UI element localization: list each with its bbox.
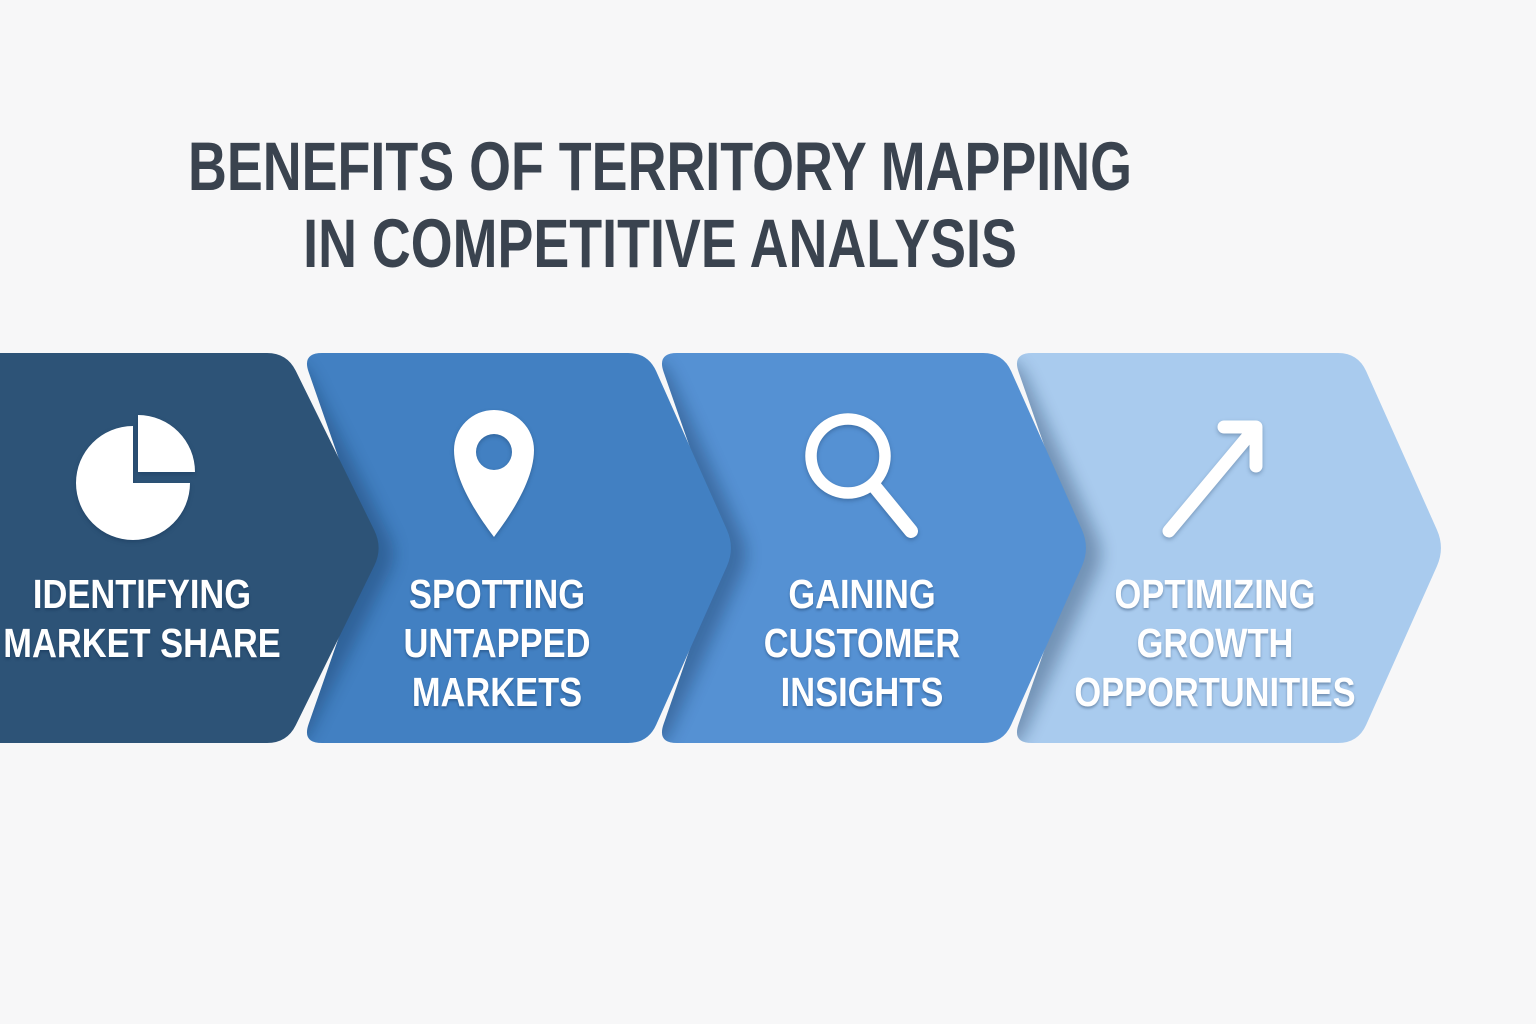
- label-line: CUSTOMER: [763, 620, 961, 666]
- trend-arrow-icon: [1162, 420, 1263, 538]
- label-line: INSIGHTS: [780, 669, 944, 715]
- pie-chart-icon: [76, 415, 195, 540]
- label-line: MARKETS: [411, 669, 583, 715]
- title-line-1: BENEFITS OF TERRITORY MAPPING: [188, 128, 1132, 205]
- step-label-gaining-customer-insights: GAINING CUSTOMER INSIGHTS: [764, 570, 960, 717]
- label-line: OPPORTUNITIES: [1074, 669, 1356, 715]
- label-line: SPOTTING: [408, 571, 586, 617]
- location-pin-icon: [454, 410, 534, 537]
- step-label-optimizing-growth-opportunities: OPTIMIZING GROWTH OPPORTUNITIES: [1074, 570, 1355, 717]
- chevron-market-share: [0, 353, 379, 743]
- label-line: UNTAPPED: [403, 620, 591, 666]
- magnifying-glass-icon: [805, 413, 918, 538]
- label-line: GAINING: [788, 571, 936, 617]
- label-line: MARKET SHARE: [3, 620, 281, 666]
- step-label-spotting-untapped-markets: SPOTTING UNTAPPED MARKETS: [404, 570, 591, 717]
- page-title: BENEFITS OF TERRITORY MAPPING IN COMPETI…: [0, 128, 1320, 282]
- step-label-identifying-market-share: IDENTIFYING MARKET SHARE: [3, 570, 280, 668]
- label-line: IDENTIFYING: [32, 571, 252, 617]
- label-line: OPTIMIZING: [1114, 571, 1316, 617]
- label-line: GROWTH: [1136, 620, 1294, 666]
- title-line-2: IN COMPETITIVE ANALYSIS: [303, 205, 1017, 282]
